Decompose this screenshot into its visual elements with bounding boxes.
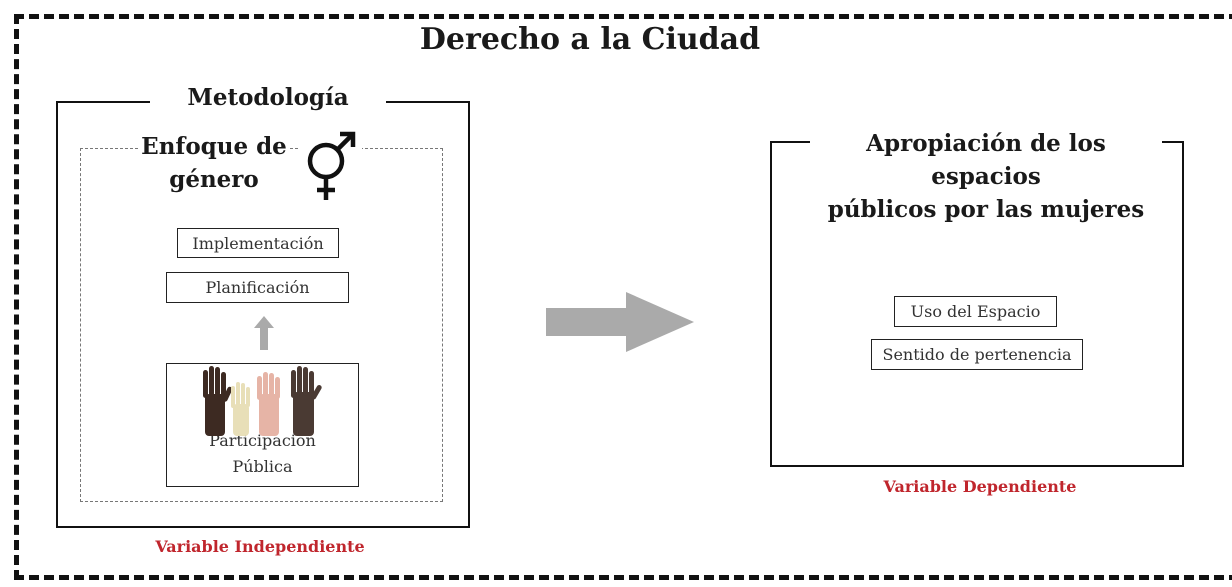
- space-use-box: Uso del Espacio: [894, 296, 1057, 327]
- sense-of-belonging-box: Sentido de pertenencia: [871, 339, 1083, 370]
- appropriation-label-line2: públicos por las mujeres: [827, 196, 1145, 223]
- methodology-label: Metodología: [150, 84, 386, 111]
- planning-box: Planificación: [166, 272, 349, 303]
- implementation-box: Implementación: [177, 228, 339, 258]
- diagram-title: Derecho a la Ciudad: [419, 22, 761, 57]
- right-arrow-icon: [546, 292, 694, 352]
- gender-focus-title-line2: género: [169, 166, 259, 193]
- independent-variable-label: Variable Independiente: [155, 537, 365, 556]
- appropriation-label: Apropiación de los espacios públicos por…: [810, 127, 1162, 226]
- dependent-variable-label: Variable Dependiente: [883, 477, 1077, 496]
- up-arrow-icon: [254, 316, 274, 350]
- gender-focus-title: Enfoque de género: [140, 130, 288, 196]
- participation-line2: Pública: [232, 457, 293, 476]
- outer-dashed-frame: [14, 14, 1232, 580]
- gender-focus-title-line1: Enfoque de: [141, 133, 287, 160]
- appropriation-label-line1: Apropiación de los espacios: [866, 130, 1106, 190]
- raised-hands-icon: [203, 366, 322, 436]
- gender-symbol-icon: [300, 128, 362, 204]
